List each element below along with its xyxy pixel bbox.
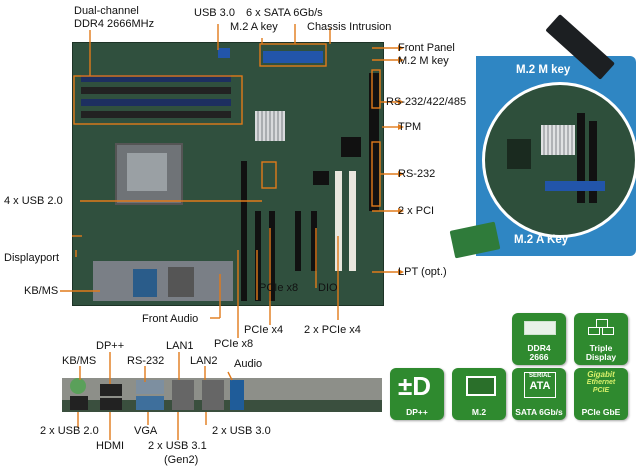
gbe-icon-line1: Gigabit: [587, 370, 615, 379]
pcie-slot-5: [311, 211, 317, 271]
badge-triple-line2: Display: [585, 352, 617, 362]
pci-slot-2: [349, 171, 356, 271]
label-ddr4-speed: DDR4 2666MHz: [74, 18, 155, 30]
pcie-slot-4: [295, 211, 301, 271]
io-dp-port: [100, 384, 122, 396]
label-front-panel: Front Panel: [398, 42, 455, 54]
sata-icon-mid: ATA: [529, 380, 551, 392]
chipset-heatsink: [255, 111, 285, 141]
label-m2-a-key: M.2 A key: [230, 21, 278, 33]
label-pcie-x8-bottom: PCIe x8: [214, 338, 254, 350]
badge-dp-text: DP++: [406, 407, 428, 417]
badge-gbe-text: PCIe GbE: [581, 407, 621, 417]
label-usb20-left: 4 x USB 2.0: [4, 195, 63, 207]
ram-icon: [524, 321, 556, 335]
io-lan2-port: [202, 380, 224, 410]
io-rs232-port: [136, 380, 164, 394]
io-panel-image: [62, 378, 382, 412]
io-vga-port: [136, 396, 164, 410]
label-usb30-top: USB 3.0: [194, 7, 235, 19]
label-io-vga: VGA: [134, 425, 158, 437]
io-audio-port: [230, 380, 244, 410]
pci-slot-1: [335, 171, 342, 271]
label-sata: 6 x SATA 6Gb/s: [246, 7, 323, 19]
pcie-slot-2: [255, 211, 261, 301]
sata-icon: SERIAL ATA: [524, 372, 556, 398]
label-kbms-left: KB/MS: [24, 285, 59, 297]
label-io-usb31: 2 x USB 3.1: [148, 440, 207, 452]
io-lan1-port: [172, 380, 194, 410]
gigabit-ethernet-icon: Gigabit Ethernet PCIE: [578, 371, 624, 395]
io-hdmi-port: [100, 398, 122, 410]
label-io-gen2: (Gen2): [164, 454, 199, 466]
label-m2-m-key: M.2 M key: [398, 55, 449, 67]
sata-icon-top: SERIAL: [528, 373, 551, 379]
pcie-slot-1: [241, 161, 247, 301]
label-displayport: Displayport: [4, 252, 60, 264]
label-io-usb20: 2 x USB 2.0: [40, 425, 99, 437]
label-io-lan1: LAN1: [166, 340, 194, 352]
label-dio: DIO: [318, 282, 338, 294]
inset-m2-m-key-label: M.2 M key: [516, 64, 571, 76]
gbe-icon-line3: PCIE: [592, 387, 610, 394]
m2-inset-zoom: [482, 82, 638, 238]
label-io-lan2: LAN2: [190, 355, 218, 367]
label-io-dp: DP++: [96, 340, 125, 352]
label-io-hdmi: HDMI: [96, 440, 125, 452]
badge-ddr4-line1: DDR4: [527, 343, 551, 353]
label-lpt: LPT (opt.): [398, 266, 447, 278]
label-tpm: TPM: [398, 121, 422, 133]
badge-m2-text: M.2: [471, 407, 487, 417]
badge-sata-text: SATA 6Gb/s: [515, 407, 563, 417]
io-usb20-port: [70, 396, 88, 410]
label-rs232-right: RS-232: [398, 168, 436, 180]
label-chassis-intrusion: Chassis Intrusion: [307, 21, 392, 33]
dimm-slots: [81, 75, 231, 121]
badge-triple-line1: Triple: [589, 343, 613, 353]
label-pcie-x4-2: 2 x PCIe x4: [304, 324, 361, 336]
label-rs232-422-485: RS-232/422/485: [386, 96, 467, 108]
label-pcie-x8-top: PCIe x8: [259, 282, 299, 294]
label-io-usb30: 2 x USB 3.0: [212, 425, 271, 437]
pcie-slot-3: [269, 211, 275, 301]
gbe-icon-line2: Ethernet: [586, 379, 616, 386]
label-io-kbms: KB/MS: [62, 355, 97, 367]
badge-sata: SERIAL ATA SATA 6Gb/s: [512, 368, 566, 420]
displayport-icon: ±D: [398, 371, 432, 401]
badge-dp: ±D DP++: [390, 368, 444, 420]
label-io-rs232: RS-232: [127, 355, 165, 367]
badge-m2: M.2: [452, 368, 506, 420]
m2-card-icon: [466, 376, 496, 396]
sata-ports: [263, 51, 323, 63]
motherboard-image: [72, 42, 384, 306]
monitors-icon: [588, 319, 614, 335]
rear-io: [93, 261, 233, 301]
badge-gbe: Gigabit Ethernet PCIE PCIe GbE: [574, 368, 628, 420]
label-pcie-x4: PCIe x4: [244, 324, 284, 336]
inset-m2-a-key-label: M.2 A Key: [514, 234, 569, 246]
label-io-audio: Audio: [234, 358, 263, 370]
label-pci: 2 x PCI: [398, 205, 435, 217]
label-front-audio: Front Audio: [142, 313, 199, 325]
label-dual-channel: Dual-channel: [74, 5, 139, 17]
cpu-socket: [115, 143, 183, 205]
io-kbms-port: [70, 378, 86, 394]
badge-ddr4-line2: 2666: [529, 352, 549, 362]
